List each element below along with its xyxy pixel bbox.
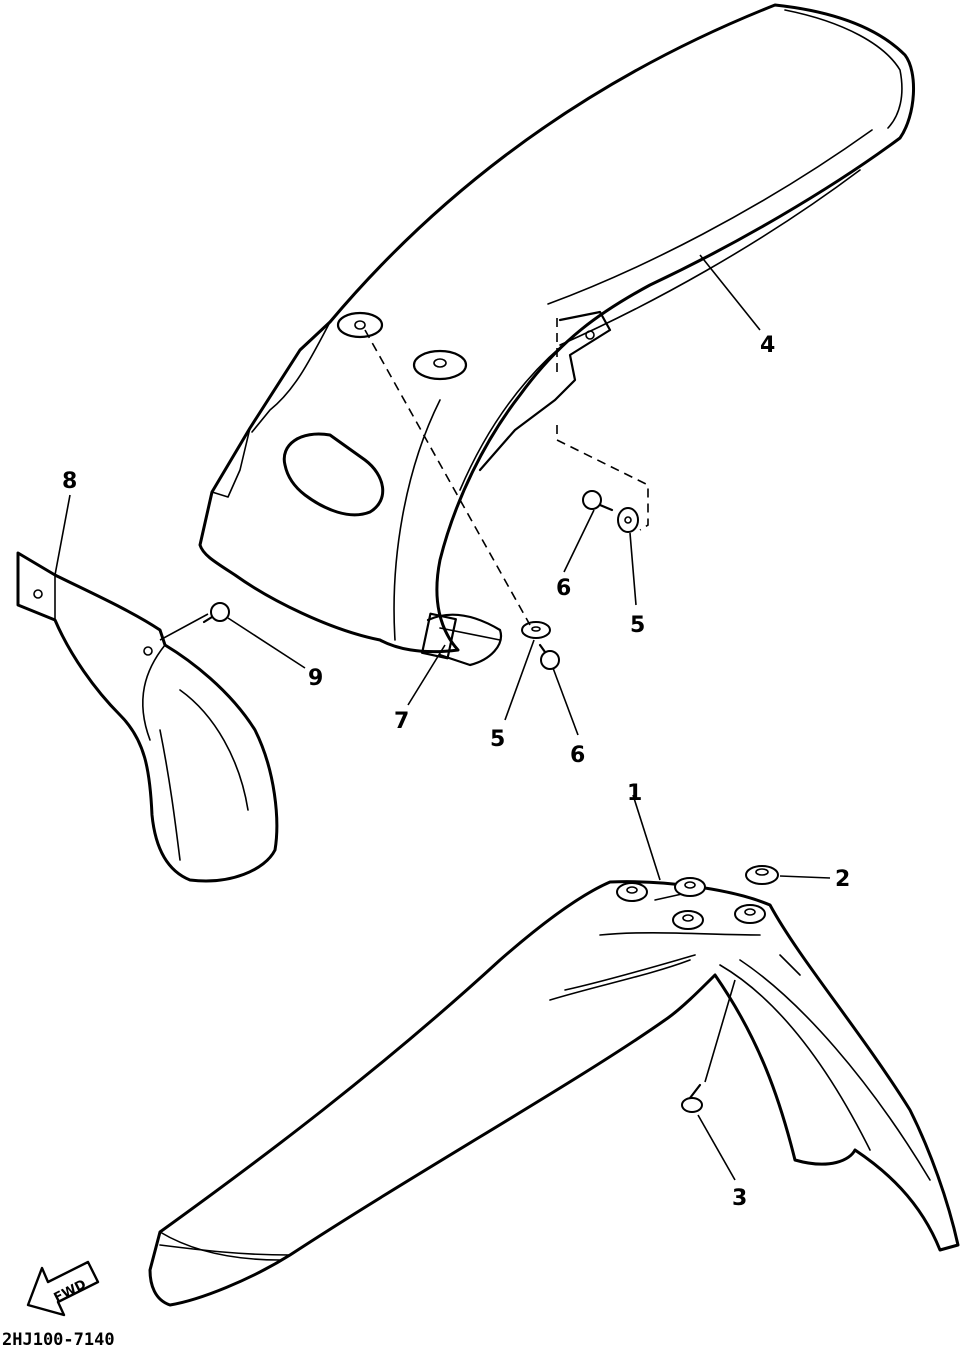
callout-7: 7 [394, 709, 409, 734]
callout-9: 9 [308, 666, 323, 691]
callout-3: 3 [732, 1186, 747, 1211]
callout-4: 4 [760, 333, 775, 358]
leader-lines [54, 254, 831, 1181]
callout-1: 1 [627, 781, 642, 806]
assembly-lines [159, 318, 649, 641]
mud-flap [16, 551, 279, 883]
callout-8: 8 [62, 469, 77, 494]
callout-6b: 6 [570, 743, 585, 768]
front-fender [148, 877, 960, 1307]
callout-6a: 6 [556, 576, 571, 601]
callout-5a: 5 [630, 613, 645, 638]
diagram-code: 2HJ100-7140 [2, 1330, 115, 1350]
fwd-direction-arrow: FWD [26, 1260, 100, 1317]
callout-2: 2 [835, 867, 850, 892]
hardware [202, 490, 779, 1113]
rear-fender [198, 3, 915, 667]
callout-5b: 5 [490, 727, 505, 752]
